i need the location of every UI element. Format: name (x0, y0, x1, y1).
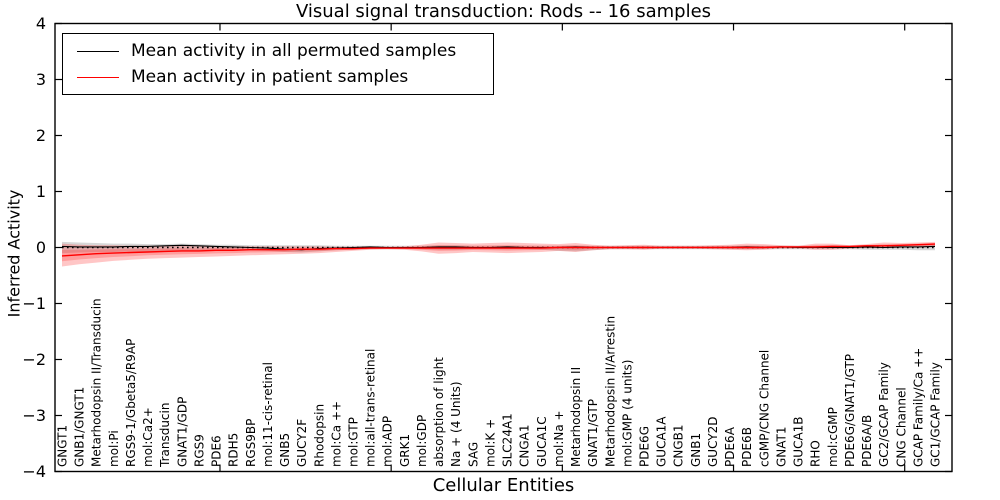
x-category-label: GUCA1A (655, 416, 669, 467)
x-category-label: GNAT1 (774, 426, 788, 467)
x-category-label: RGS9BP (244, 419, 258, 467)
x-category-label: mol:GMP (4 units) (620, 360, 634, 467)
x-category-label: PDE6A (723, 426, 737, 467)
x-category-label: GUCA1B (792, 416, 806, 467)
x-category-label: GC1/GCAP Family (929, 362, 943, 467)
x-category-label: CNGB1 (672, 424, 686, 467)
x-category-label: mol:Na + (552, 410, 566, 467)
x-category-label: CNG Channel (894, 387, 908, 467)
y-tick-label: 1 (36, 182, 46, 201)
x-category-label: Rhodopsin (312, 404, 326, 467)
x-category-label: GUCA1C (535, 416, 549, 467)
x-category-label: RGS9-1/Gbeta5/R9AP (124, 339, 138, 467)
x-category-label: Na + (4 Units) (449, 381, 463, 467)
chart-title: Visual signal transduction: Rods -- 16 s… (295, 1, 712, 22)
x-category-label: PDE6G (638, 426, 652, 467)
x-category-label: SAG (466, 442, 480, 467)
x-axis-label: Cellular Entities (432, 475, 575, 496)
y-tick-label: −2 (22, 350, 46, 369)
x-category-label: RHO (809, 440, 823, 467)
x-category-label: RGS9 (192, 434, 206, 467)
x-category-label: GNB5 (278, 433, 292, 467)
x-category-label: Transducin (158, 403, 172, 468)
y-tick-label: −3 (22, 406, 46, 425)
legend-entry-permuted: Mean activity in all permuted samples (77, 38, 493, 64)
x-category-label: Metarhodopsin II (569, 367, 583, 467)
x-category-label: SLC24A1 (501, 413, 515, 467)
x-category-label: absorption of light (432, 357, 446, 467)
x-category-label: PDE6 (210, 435, 224, 467)
x-category-label: Metarhodopsin II/Arrestin (603, 316, 617, 467)
y-tick-label: −1 (22, 294, 46, 313)
x-category-label: PDE6G/GNAT1/GTP (843, 354, 857, 467)
y-tick-label: 0 (36, 238, 46, 257)
x-category-label: GCAP Family/Ca ++ (911, 348, 925, 467)
legend-label: Mean activity in patient samples (131, 67, 409, 87)
x-category-label: mol:Pi (107, 430, 121, 467)
patient-mean-line (61, 243, 936, 257)
y-tick-label: 4 (36, 14, 46, 33)
x-category-label: PDE6A/B (860, 415, 874, 467)
y-axis-label: Inferred Activity (4, 189, 24, 318)
x-category-label: GUCY2F (295, 419, 309, 467)
x-category-label: PDE6B (740, 427, 754, 467)
legend: Mean activity in all permuted samples Me… (62, 33, 494, 95)
y-tick-label: −4 (22, 462, 46, 481)
legend-entry-patient: Mean activity in patient samples (77, 64, 493, 90)
x-category-label: GRK1 (398, 434, 412, 467)
x-category-label: cGMP/CNG Channel (757, 350, 771, 467)
x-category-label: mol:11-cis-retinal (261, 362, 275, 467)
x-category-label: CNGA1 (518, 425, 532, 468)
y-tick-label: 3 (36, 70, 46, 89)
x-category-label: mol:Ca2+ (141, 407, 155, 467)
x-category-label: mol:GTP (347, 417, 361, 467)
y-tick-label: 2 (36, 126, 46, 145)
x-category-label: mol:Ca ++ (329, 401, 343, 467)
x-category-label: GNB1 (689, 433, 703, 467)
x-category-label: mol:GDP (415, 415, 429, 467)
x-category-label: GUCY2D (706, 417, 720, 467)
legend-label: Mean activity in all permuted samples (131, 41, 457, 61)
x-category-label: mol:ADP (381, 416, 395, 467)
x-category-label: mol:K + (483, 419, 497, 467)
x-category-label: Metarhodopsin II/Transducin (90, 298, 104, 467)
x-category-label: mol:all-trans-retinal (364, 349, 378, 467)
legend-line-sample-black (77, 50, 119, 52)
x-category-label: RDH5 (227, 433, 241, 467)
x-category-label: mol:cGMP (826, 407, 840, 467)
x-category-label: GNAT1/GDP (175, 397, 189, 467)
x-category-label: GNAT1/GTP (586, 399, 600, 467)
x-category-label: GNB1/GNGT1 (73, 387, 87, 467)
x-category-label: GC2/GCAP Family (877, 362, 891, 467)
legend-line-sample-red (77, 76, 119, 78)
x-category-label: GNGT1 (56, 425, 70, 467)
